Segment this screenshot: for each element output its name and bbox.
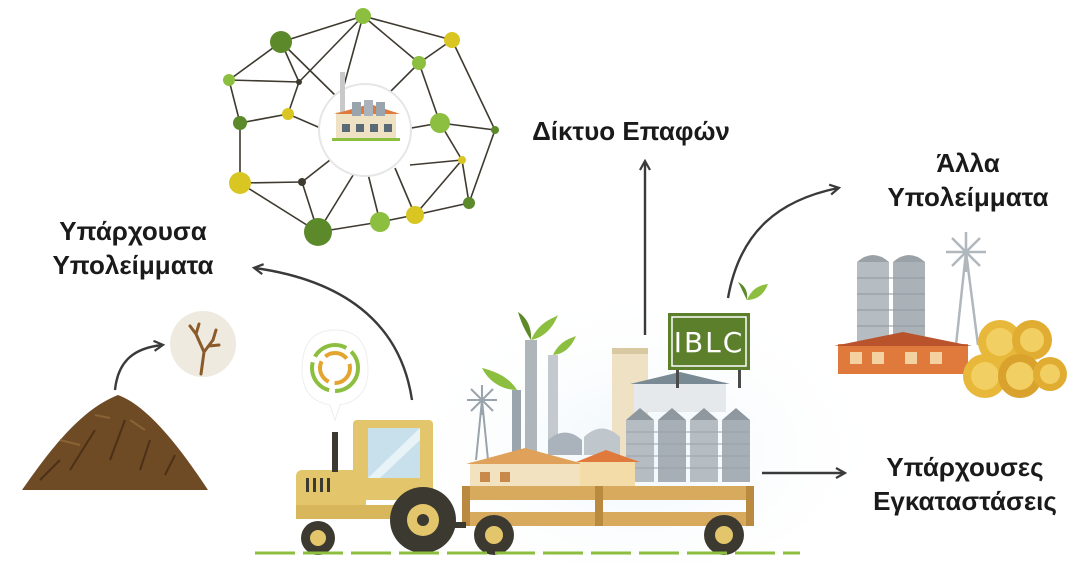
label-existing-facilities-line1: Υπάρχουσες <box>886 452 1044 482</box>
tractor <box>296 420 456 555</box>
label-existing-facilities-line2: Εγκαταστάσεις <box>873 486 1057 516</box>
label-network: Δίκτυο Επαφών <box>532 116 730 146</box>
label-other-residues-line1: Άλλα <box>936 148 1000 178</box>
compost-pile <box>22 395 208 490</box>
label-existing-residues: Υπάρχουσα Υπολείμματα <box>18 214 248 282</box>
iblc-sign: IBLC <box>668 282 768 388</box>
label-existing-residues-line1: Υπάρχουσα <box>59 216 207 246</box>
hay-bales-icon <box>963 320 1067 398</box>
network-graph-icon <box>223 8 499 246</box>
windmill-icon <box>946 232 986 346</box>
arrow-to-other-residues <box>726 188 838 299</box>
label-existing-residues-line2: Υπολείμματα <box>52 250 214 280</box>
label-other-residues-line2: Υπολείμματα <box>887 182 1049 212</box>
factory-icon <box>332 72 400 141</box>
flow-arrows <box>113 162 844 473</box>
farm-silos-icon <box>834 232 986 374</box>
label-existing-facilities: Υπάρχουσες Εγκαταστάσεις <box>860 450 1070 518</box>
arrow-soil-to-branch <box>113 345 162 391</box>
network-nodes <box>223 8 499 246</box>
windmill-icon <box>467 385 497 461</box>
label-other-residues: Άλλα Υπολείμματα <box>858 146 1076 214</box>
circular-economy-icon <box>301 329 369 422</box>
sign-label: IBLC <box>674 326 745 359</box>
silos <box>626 408 750 482</box>
dry-branch-icon <box>170 311 236 377</box>
arrow-to-existing-residues <box>255 268 414 401</box>
trailer <box>452 486 754 555</box>
